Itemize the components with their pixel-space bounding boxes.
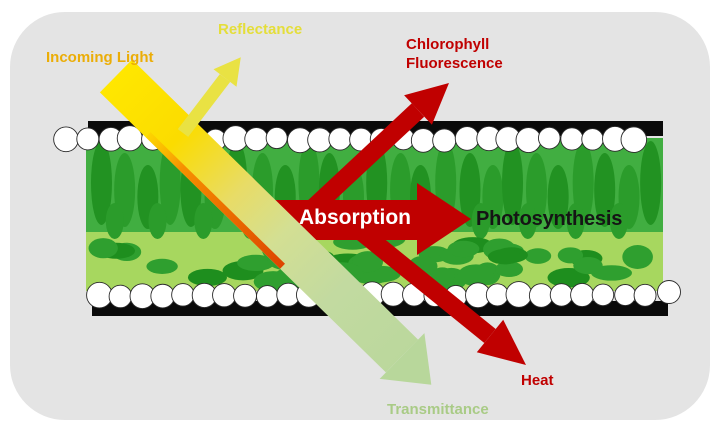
chlorophyll-fluorescence-label: Chlorophyll Fluorescence (406, 36, 503, 72)
epidermis-cell (76, 127, 100, 151)
lower-epidermis-cells (86, 280, 681, 309)
epidermis-cell (570, 282, 595, 308)
transmittance-arrowhead (379, 333, 432, 385)
epidermis-cell (212, 283, 237, 308)
spongy-cell (187, 268, 227, 287)
chlorophyll-fluorescence-arrow (291, 83, 449, 229)
palisade-cell (609, 203, 628, 239)
epidermis-cell (657, 280, 681, 304)
beam-orange-edge (145, 132, 285, 269)
epidermis-cell (485, 283, 509, 307)
reflectance-label: Reflectance (218, 21, 303, 38)
epidermis-cell (633, 283, 657, 307)
palisade-cell (105, 203, 124, 239)
heat-arrowhead (476, 319, 526, 365)
epidermis-cell (614, 284, 637, 306)
transmittance-label: Transmittance (387, 401, 489, 418)
spongy-cell (88, 238, 118, 259)
epidermis-cell (244, 127, 269, 152)
spongy-cell (524, 248, 552, 264)
spongy-cell (495, 261, 524, 278)
epidermis-cell (549, 283, 574, 307)
epidermis-cell (560, 127, 584, 151)
palisade-cells (90, 141, 662, 239)
spongy-cell (457, 264, 495, 287)
epidermis-cell (620, 126, 648, 153)
epidermis-cell (380, 281, 406, 307)
epidermis-cell (432, 128, 457, 153)
spongy-cell (557, 247, 584, 264)
epidermis-cell (538, 126, 561, 150)
epidermis-cell (591, 283, 615, 307)
epidermis-cell (256, 285, 279, 308)
palisade-cell (566, 203, 585, 239)
incoming-light-beam (99, 59, 432, 385)
leaf-cross-section (53, 121, 681, 316)
spongy-cell (237, 254, 275, 271)
spongy-cell (352, 251, 384, 273)
epidermis-cell (86, 281, 113, 309)
epidermis-cell (53, 126, 79, 153)
photosynthesis-label: Photosynthesis (476, 208, 623, 230)
heat-arrow (332, 206, 526, 365)
reflectance-arrow (177, 57, 241, 137)
palisade-cell (518, 203, 537, 239)
palisade-cell (594, 153, 616, 227)
epidermis-cell (265, 127, 288, 150)
palisade-cell (502, 141, 524, 225)
spongy-cell (146, 258, 178, 275)
epidermis-cell (108, 284, 133, 309)
spongy-cell (547, 268, 590, 288)
epidermis-cell (171, 283, 195, 307)
absorption-label: Absorption (299, 206, 411, 229)
epidermis-cell (150, 283, 175, 309)
epidermis-cell (505, 281, 533, 308)
palisade-cell (471, 203, 490, 239)
epidermis-cell (233, 283, 257, 308)
fluorescence-arrowhead (404, 83, 449, 125)
palisade-cell (148, 203, 167, 239)
epidermis-cell (581, 128, 604, 151)
epidermis-cell (515, 127, 542, 153)
palisade-cell (547, 165, 569, 229)
palisade-cell (194, 203, 213, 239)
epidermis-cell (410, 128, 436, 153)
palisade-cell (640, 141, 662, 225)
incoming-light-label: Incoming Light (46, 49, 154, 66)
spongy-cell (573, 256, 603, 275)
reflectance-arrowhead (213, 57, 241, 87)
heat-label: Heat (521, 372, 554, 389)
epidermis-cell (307, 127, 333, 153)
spongy-cell (622, 245, 653, 269)
epidermis-cell (528, 283, 554, 308)
palisade-cell (90, 141, 112, 225)
epidermis-cell (328, 127, 352, 151)
spongy-cell (447, 240, 480, 258)
spongy-cell (487, 249, 522, 265)
epidermis-cell (454, 126, 480, 151)
absorption-arrow (266, 183, 471, 255)
